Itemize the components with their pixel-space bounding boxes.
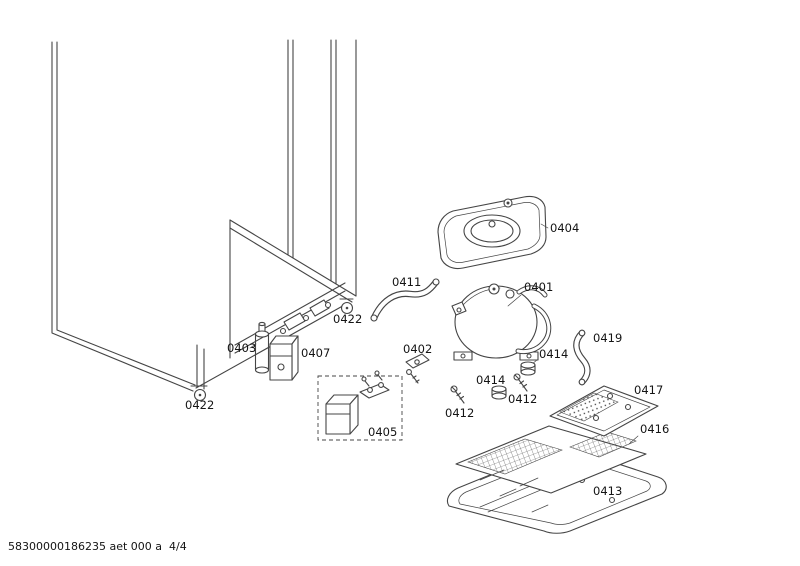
- part-label-0414-left: 0414: [476, 373, 505, 387]
- part-label-0412-right: 0412: [508, 392, 537, 406]
- part-label-0422-rear: 0422: [333, 312, 362, 326]
- part-label-0401: 0401: [524, 280, 553, 294]
- part-0407-drawing: [269, 335, 299, 381]
- part-0402-drawing: [405, 353, 430, 384]
- part-label-0417: 0417: [634, 383, 663, 397]
- part-label-0413: 0413: [593, 484, 622, 498]
- start-relay-kit-drawing: [317, 370, 403, 441]
- connection-hose-drawing: [573, 329, 591, 386]
- refrigerator-rear-drawing: [51, 39, 357, 402]
- part-label-0407: 0407: [301, 346, 330, 360]
- drain-hose-drawing: [370, 278, 440, 322]
- screw-right-drawing: [513, 373, 528, 392]
- part-label-0404: 0404: [550, 221, 579, 235]
- screw-left-drawing: [450, 385, 465, 404]
- part-label-0414-right: 0414: [539, 347, 568, 361]
- mounting-grommet-right-drawing: [520, 359, 538, 376]
- condenser-plate-drawing: [455, 425, 647, 494]
- part-label-0405: 0405: [368, 425, 397, 439]
- document-number: 58300000186235 aet 000 a 4/4: [8, 540, 187, 553]
- mounting-plate-drawing: [549, 385, 659, 437]
- mounting-grommet-left-drawing: [491, 385, 507, 400]
- part-labels: 0422 0422 0403 0407 0411 0404 0401 0402 …: [185, 221, 669, 498]
- part-label-0402: 0402: [403, 342, 432, 356]
- part-label-0412-left: 0412: [445, 406, 474, 420]
- compressor-drawing: [451, 283, 552, 361]
- part-label-0411: 0411: [392, 275, 421, 289]
- part-0403-drawing: [249, 321, 270, 374]
- part-label-0416: 0416: [640, 422, 669, 436]
- part-label-0403: 0403: [227, 341, 256, 355]
- evaporation-tray-drawing: [437, 195, 549, 270]
- part-label-0422-front: 0422: [185, 398, 214, 412]
- part-label-0419: 0419: [593, 331, 622, 345]
